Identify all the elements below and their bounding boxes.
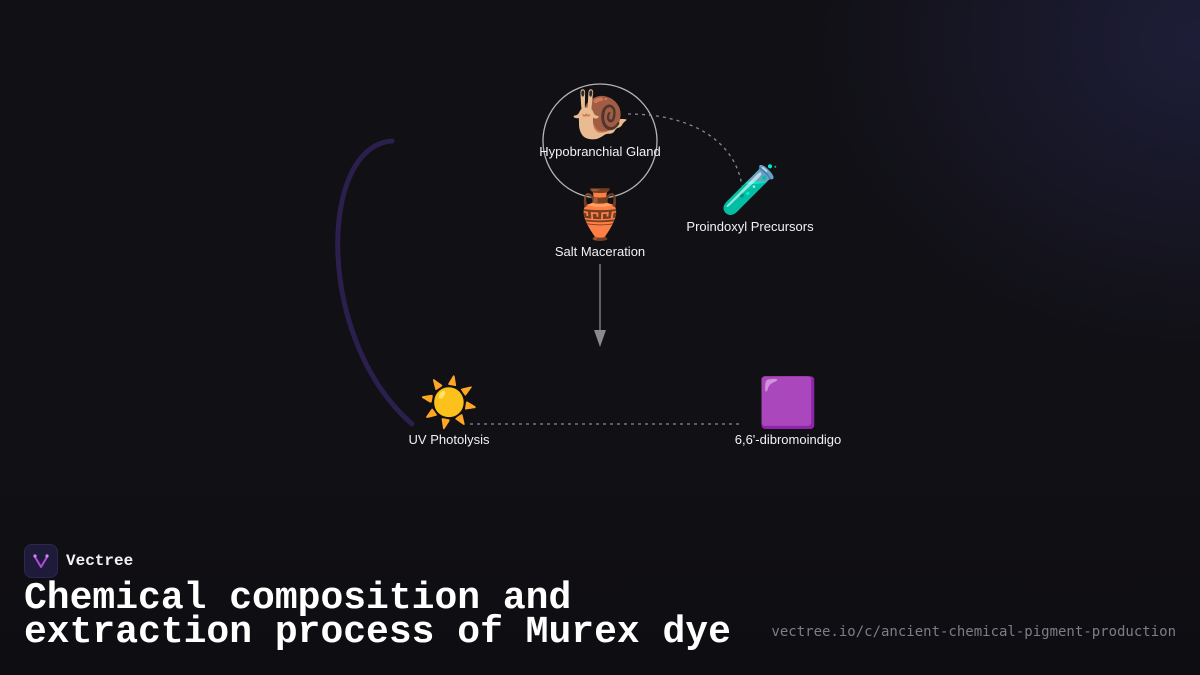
node-label: Hypobranchial Gland (539, 144, 661, 159)
sun-icon: ☀️ (419, 377, 479, 430)
source-url[interactable]: vectree.io/c/ancient-chemical-pigment-pr… (771, 624, 1176, 640)
brand[interactable]: Vectree (24, 544, 133, 578)
node-proindoxyl-precursors[interactable]: 🧪 Proindoxyl Precursors (686, 163, 813, 235)
node-label: Salt Maceration (554, 244, 646, 259)
test-tube-icon: 🧪 (720, 164, 780, 217)
node-dibromoindigo[interactable]: 🟪 6,6'-dibromoindigo (735, 376, 842, 448)
brand-name: Vectree (66, 552, 134, 570)
purple-square-icon: 🟪 (758, 377, 818, 430)
node-label: 6,6'-dibromoindigo (734, 432, 842, 447)
node-uv-photolysis[interactable]: ☀️ UV Photolysis (409, 376, 490, 448)
node-hypobranchial-gland[interactable]: 🐌 Hypobranchial Gland (539, 88, 660, 160)
node-salt-maceration[interactable]: 🏺 Salt Maceration (555, 188, 645, 260)
snail-icon: 🐌 (570, 89, 630, 142)
down-arrow-head (594, 330, 606, 347)
node-label: UV Photolysis (408, 432, 490, 447)
amphora-icon: 🏺 (570, 189, 630, 242)
gland-highlight-ring (542, 83, 658, 199)
page-title: Chemical composition and extraction proc… (24, 577, 731, 654)
node-label: Proindoxyl Precursors (686, 219, 814, 234)
feedback-arc (335, 138, 415, 427)
vectree-logo-icon (24, 544, 58, 578)
